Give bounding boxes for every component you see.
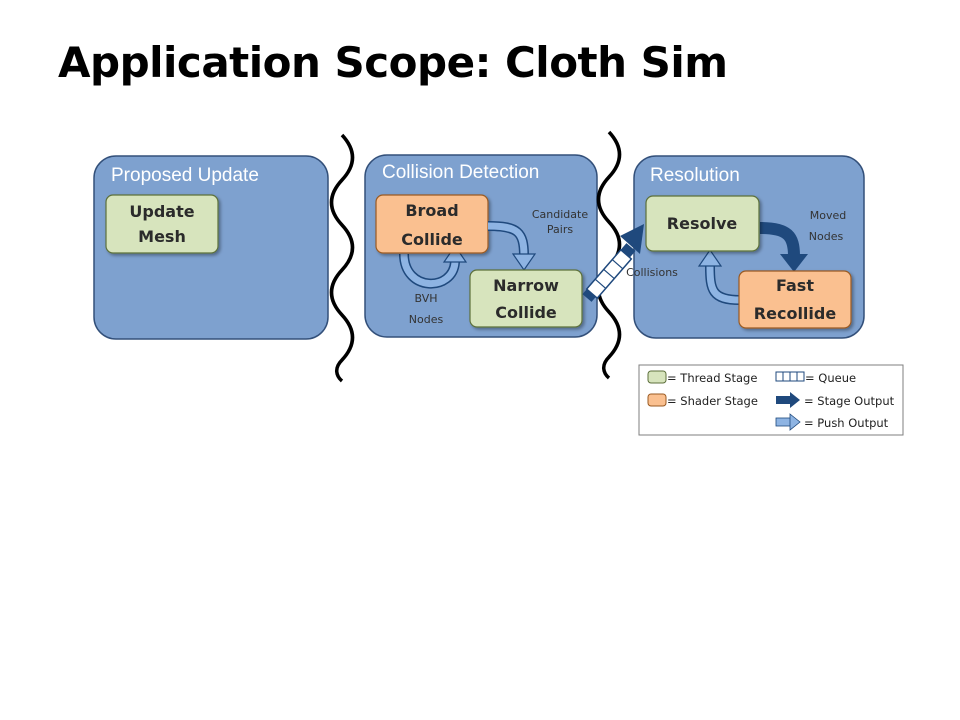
stage-update-mesh-line2: Mesh	[138, 227, 186, 246]
stage-narrow-collide-line2: Collide	[495, 303, 557, 322]
slide-title: Application Scope: Cloth Sim	[58, 38, 728, 87]
panel-title-collision-detection: Collision Detection	[382, 162, 539, 183]
legend-stage-output-label: = Stage Output	[804, 394, 895, 408]
label-moved-nodes-line1: Moved	[810, 209, 846, 222]
label-candidate-pairs-line1: Candidate	[532, 208, 588, 221]
stage-broad-collide: Broad Collide	[375, 194, 489, 254]
stage-broad-collide-line2: Collide	[401, 230, 463, 249]
candidate-pairs-push-output-arrow	[487, 221, 537, 272]
label-candidate-pairs-line2: Pairs	[547, 223, 573, 236]
wavy-separator-left	[329, 133, 355, 383]
stage-narrow-collide-line1: Narrow	[493, 276, 559, 295]
label-bvh-nodes-line2: Nodes	[409, 313, 444, 326]
legend-push-output-swatch	[775, 413, 801, 431]
bvh-push-output-arrow	[399, 244, 468, 289]
panel-title-resolution: Resolution	[650, 165, 740, 186]
recollide-push-output-arrow	[697, 248, 741, 305]
legend-push-output-label: = Push Output	[804, 416, 889, 430]
panel-resolution: Resolution Resolve Fast Recollide Moved …	[633, 155, 865, 339]
collisions-queue	[585, 248, 633, 300]
label-moved-nodes-line2: Nodes	[809, 230, 844, 243]
stage-narrow-collide: Narrow Collide	[469, 269, 583, 328]
panel-collision-detection: Collision Detection Broad Collide Narrow…	[364, 154, 598, 338]
stage-fast-recollide-line2: Recollide	[754, 304, 837, 323]
stage-fast-recollide: Fast Recollide	[738, 270, 852, 329]
stage-update-mesh: Update Mesh	[105, 194, 219, 254]
stage-resolve-label: Resolve	[667, 214, 738, 233]
legend-thread-stage-swatch	[647, 370, 667, 384]
legend-queue-swatch	[775, 371, 805, 382]
panel-title-proposed-update: Proposed Update	[111, 165, 259, 186]
legend-shader-stage-swatch	[647, 393, 667, 407]
stage-resolve: Resolve	[645, 195, 760, 252]
legend: = Thread Stage = Shader Stage = Queue = …	[638, 364, 904, 436]
legend-stage-output-swatch	[776, 392, 800, 408]
label-collisions: Collisions	[626, 266, 678, 279]
legend-thread-stage-label: = Thread Stage	[667, 371, 757, 385]
stage-broad-collide-line1: Broad	[405, 201, 458, 220]
stage-update-mesh-line1: Update	[129, 202, 194, 221]
legend-shader-stage-label: = Shader Stage	[667, 394, 758, 408]
stage-fast-recollide-line1: Fast	[776, 276, 814, 295]
label-bvh-nodes-line1: BVH	[414, 292, 437, 305]
legend-queue-label: = Queue	[805, 371, 856, 385]
moved-nodes-stage-output-arrow	[759, 222, 808, 272]
panel-proposed-update: Proposed Update Update Mesh	[93, 155, 329, 340]
